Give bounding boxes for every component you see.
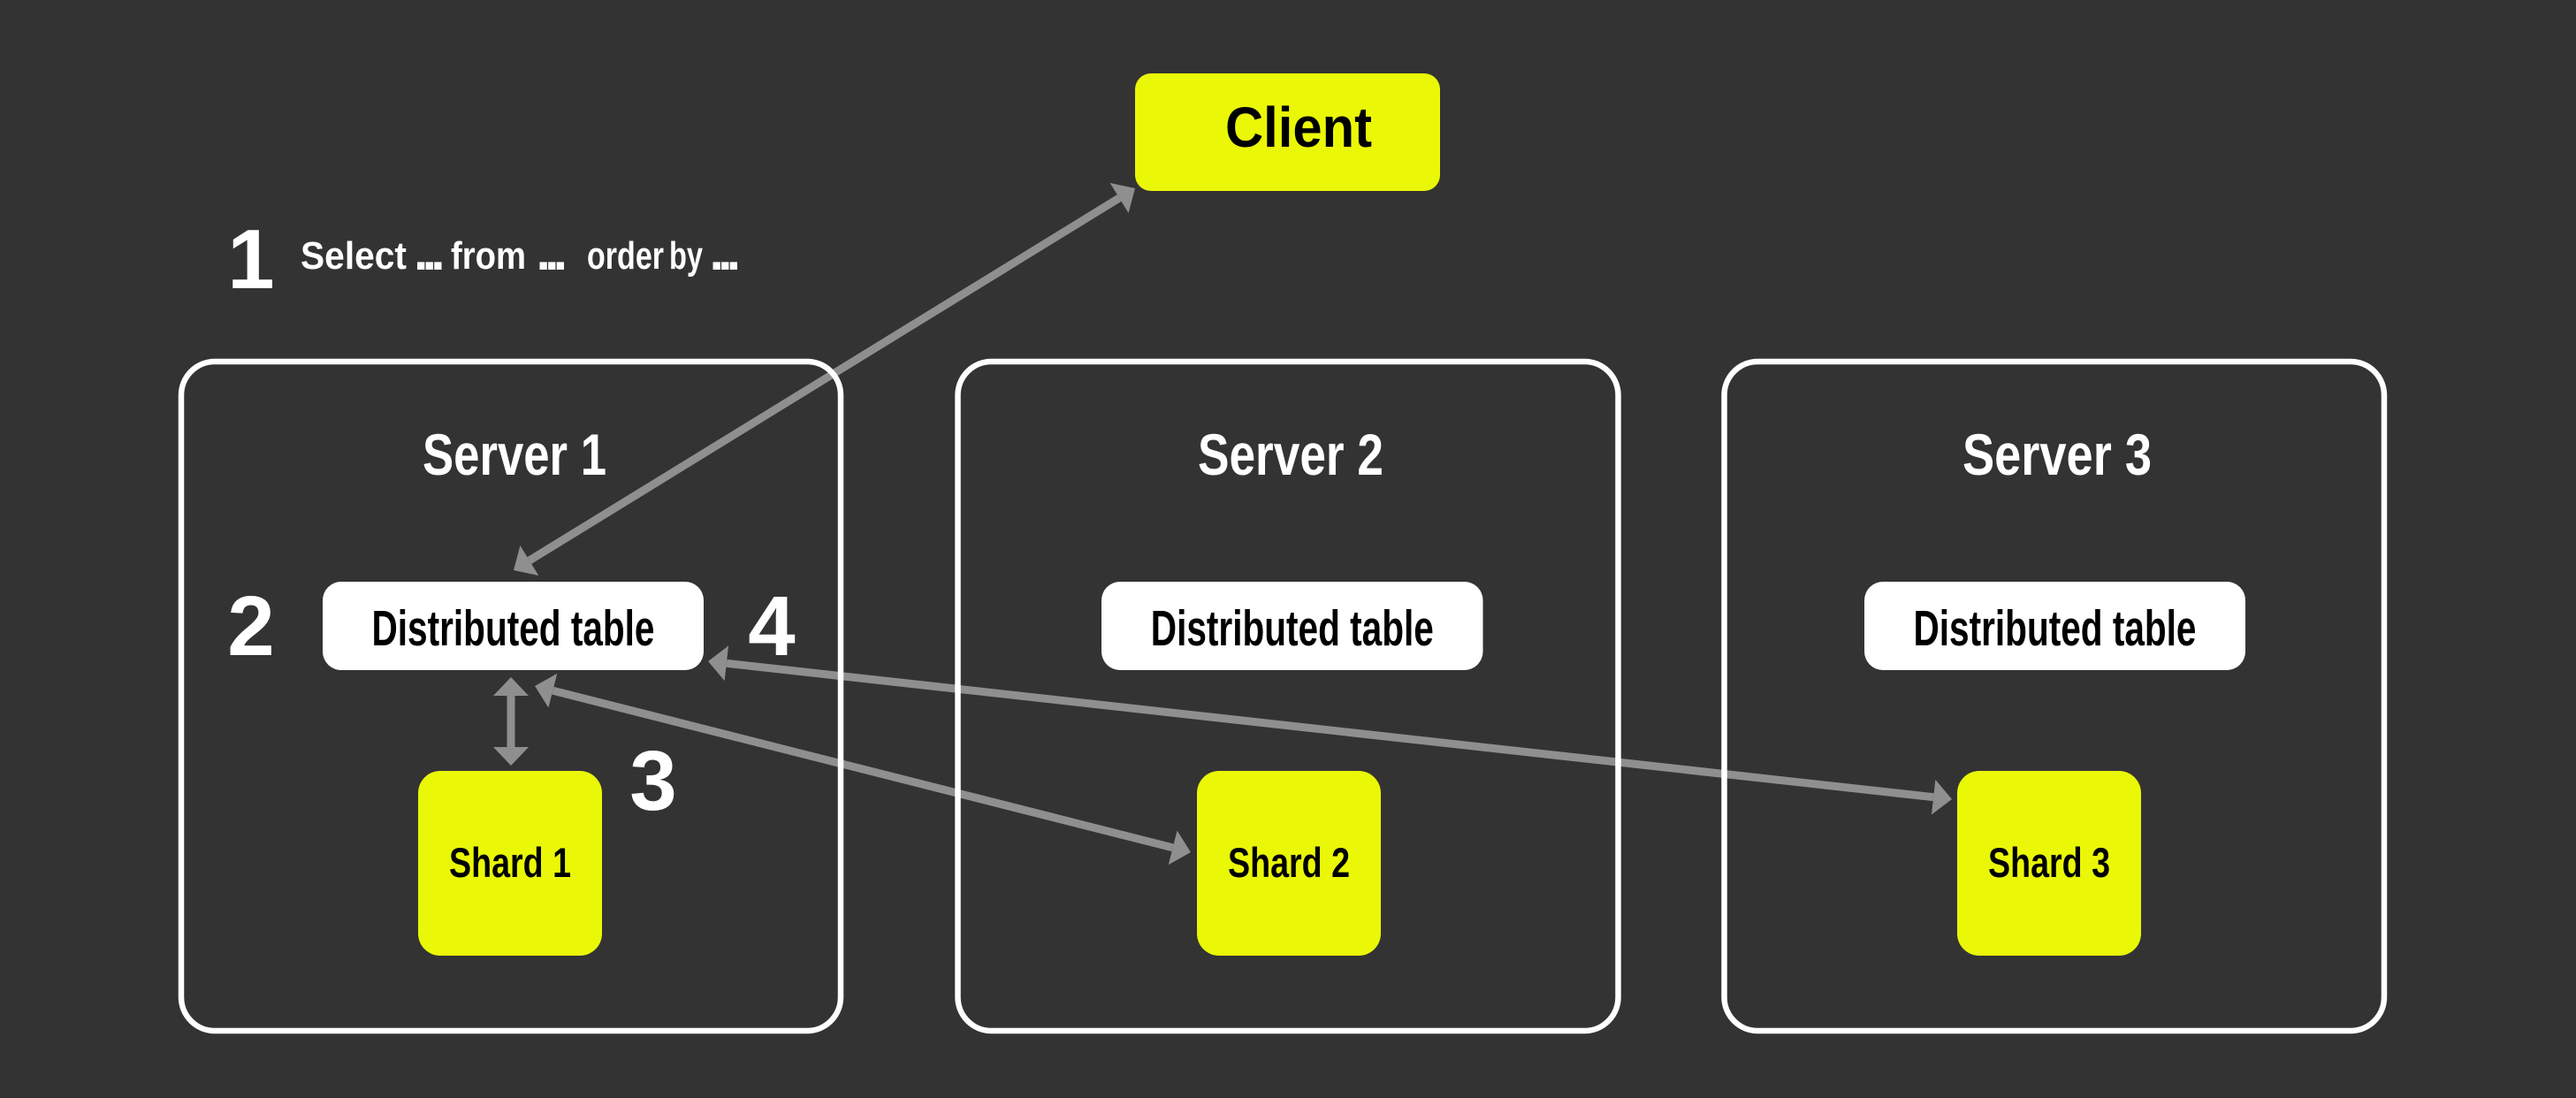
svg-text:Shard 3: Shard 3 [1988, 839, 2110, 886]
svg-text:Distributed table: Distributed table [1914, 600, 2197, 657]
svg-text:Shard 2: Shard 2 [1228, 839, 1350, 886]
svg-text:1: 1 [227, 212, 274, 307]
svg-text:Client: Client [1225, 95, 1372, 159]
svg-text:2: 2 [227, 579, 274, 674]
svg-text:4: 4 [748, 579, 795, 674]
svg-text:Shard 1: Shard 1 [449, 839, 571, 886]
svg-text:Distributed table: Distributed table [372, 600, 655, 657]
svg-text:Distributed table: Distributed table [1151, 600, 1434, 657]
svg-text:Server 1: Server 1 [423, 422, 606, 487]
svg-text:Select: Select [301, 234, 407, 278]
svg-text:3: 3 [629, 734, 676, 828]
svg-text:order: order [587, 234, 664, 278]
svg-text:from: from [451, 234, 526, 278]
svg-text:by: by [669, 234, 703, 278]
svg-text:Server 3: Server 3 [1962, 422, 2152, 487]
svg-text:Server 2: Server 2 [1198, 422, 1383, 487]
